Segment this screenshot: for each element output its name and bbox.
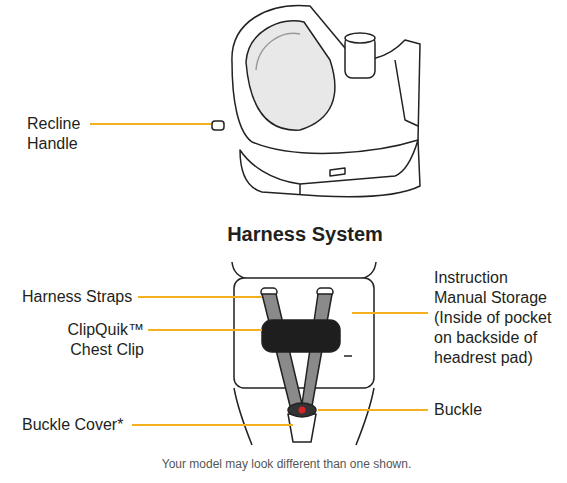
base-detail xyxy=(300,168,345,194)
leader-line xyxy=(352,312,428,314)
part-label: Instruction Manual Storage (Inside of po… xyxy=(434,268,560,368)
harness-front-view xyxy=(232,262,376,445)
leader-lines xyxy=(90,124,428,425)
seat-pad xyxy=(246,21,335,130)
chest-clip xyxy=(262,320,340,352)
pad-edge xyxy=(256,33,300,70)
leader-line xyxy=(318,409,428,411)
part-label: Recline Handle xyxy=(27,114,91,154)
shell-foot xyxy=(395,60,418,126)
part-label: ClipQuik™ Chest Clip xyxy=(50,320,144,360)
shell-top-edge xyxy=(232,262,376,279)
buckle-body xyxy=(288,403,316,417)
leader-line xyxy=(138,296,262,298)
cup-holder-rim xyxy=(345,33,375,43)
part-label: Harness Straps xyxy=(22,287,134,307)
part-label: Buckle Cover* xyxy=(22,415,130,435)
headrest-pad xyxy=(234,278,374,388)
caption: Your model may look different than one s… xyxy=(3,456,567,472)
buckle-release xyxy=(299,407,306,414)
leader-line xyxy=(148,329,262,331)
recline-handle-grip xyxy=(212,121,224,130)
car-seat-side-view xyxy=(212,5,420,196)
part-label: Buckle xyxy=(434,400,514,420)
leader-line xyxy=(90,123,211,125)
section-heading: Harness System xyxy=(155,222,455,246)
seat-shell xyxy=(232,5,420,153)
leader-line xyxy=(132,424,293,426)
pad-mark xyxy=(344,355,352,357)
buckle-cover-shape xyxy=(288,414,316,442)
